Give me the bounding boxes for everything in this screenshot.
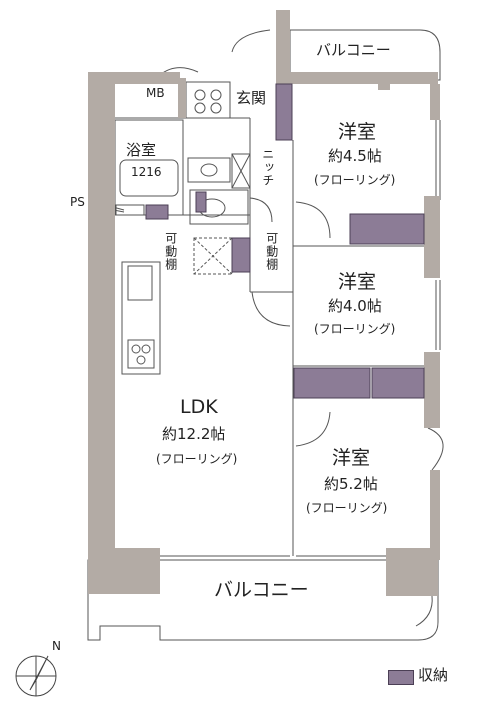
bath-name: 浴室 — [126, 141, 157, 159]
movable-shelf-label-2: 可動棚 — [264, 232, 279, 271]
wall-top — [88, 72, 180, 84]
door-swing-wc — [249, 197, 273, 223]
door-swing-bed2 — [251, 291, 291, 327]
wall-right-mid — [424, 196, 440, 278]
storage-bed1 — [349, 213, 425, 245]
legend-storage-label: 収納 — [418, 666, 449, 684]
door-swing-bed3 — [295, 411, 331, 447]
mb-label: MB — [146, 86, 165, 100]
movable-shelf-label-1: 可動棚 — [163, 232, 178, 271]
bedroom3-size: 約5.2帖 — [324, 475, 378, 493]
wall-left — [88, 72, 115, 560]
door-swing-entrance — [231, 29, 271, 53]
balcony-bottom-outline — [87, 559, 439, 641]
door-swing-balcony2 — [415, 595, 433, 627]
compass — [15, 655, 57, 697]
ldk-size: 約12.2帖 — [162, 425, 226, 443]
sink — [127, 265, 153, 301]
ps-box — [115, 204, 145, 216]
bedroom2-size: 約4.0帖 — [328, 297, 382, 315]
storage-hall — [231, 237, 251, 273]
wall-right-bottom — [430, 470, 440, 560]
storage-bed3 — [371, 367, 425, 399]
bedroom3-name: 洋室 — [332, 447, 371, 469]
door-swing-balcony — [427, 427, 444, 471]
bedroom3-floor: (フローリング) — [306, 501, 388, 515]
storage-ps — [145, 204, 169, 220]
storage-entrance — [275, 83, 293, 141]
ldk-name: LDK — [180, 396, 218, 418]
bedroom1-floor: (フローリング) — [314, 173, 396, 187]
wash-bowl — [200, 163, 218, 177]
storage-bed2 — [293, 367, 371, 399]
wall-corner-bl — [88, 548, 160, 594]
bedroom2-name: 洋室 — [338, 271, 377, 293]
wall-corner-br — [386, 548, 438, 596]
kitchen-counter — [121, 261, 161, 375]
bathtub — [119, 159, 179, 197]
balcony-top-outline — [289, 29, 441, 81]
bath-size: 1216 — [131, 165, 162, 179]
storage-wc — [195, 191, 207, 213]
wall-right-lower — [424, 352, 440, 428]
wash-basin — [187, 157, 231, 183]
niche-box — [231, 153, 251, 189]
door-swing-bed1 — [295, 201, 331, 239]
wall-stub — [378, 78, 390, 90]
laundry-pan — [185, 81, 231, 119]
compass-north-label: N — [52, 639, 61, 653]
ps-label: PS — [70, 195, 85, 209]
legend-storage-swatch — [388, 670, 414, 685]
bedroom1-size: 約4.5帖 — [328, 147, 382, 165]
entrance-label: 玄関 — [236, 89, 267, 107]
niche-label: ニッチ — [260, 148, 275, 187]
bedroom2-floor: (フローリング) — [314, 322, 396, 336]
toilet-room — [189, 189, 249, 225]
wall-top-right — [278, 72, 438, 84]
wall-right-upper — [430, 84, 440, 120]
balcony-top-label: バルコニー — [316, 41, 391, 59]
ldk-floor: (フローリング) — [156, 452, 238, 466]
balcony-bottom-label: バルコニー — [214, 579, 309, 601]
wall-column-top — [276, 10, 290, 84]
bedroom1-name: 洋室 — [338, 121, 377, 143]
stove — [127, 339, 155, 369]
wall-mb — [178, 78, 186, 118]
